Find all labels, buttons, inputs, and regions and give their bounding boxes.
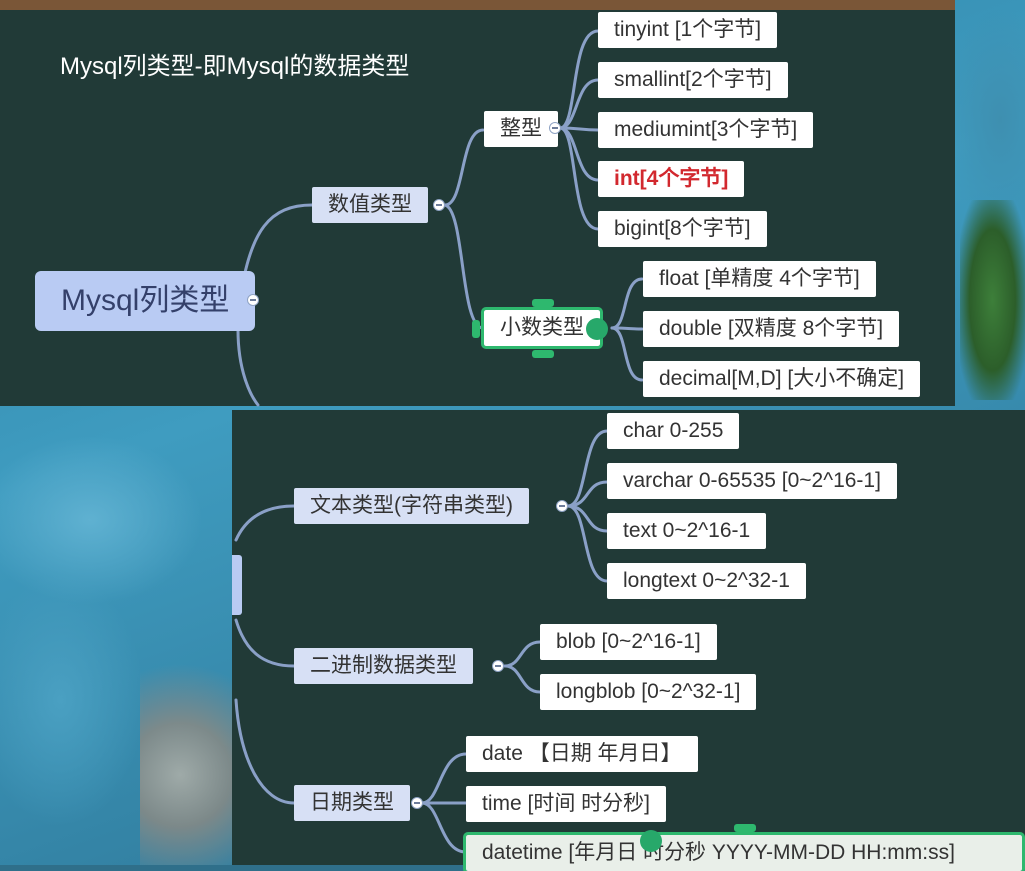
item-varchar[interactable]: varchar 0-65535 [0~2^16-1] [607, 463, 897, 499]
root-node-continuation [232, 555, 242, 615]
item-tinyint[interactable]: tinyint [1个字节] [598, 12, 778, 48]
integer-collapse-icon[interactable] [549, 122, 561, 134]
numeric-collapse-icon[interactable] [433, 199, 445, 211]
item-datetime[interactable]: datetime [年月日 时分秒 YYYY-MM-DD HH:mm:ss] [463, 832, 1025, 871]
root-collapse-icon[interactable] [247, 294, 259, 306]
item-date[interactable]: date 【日期 年月日】 [466, 736, 698, 772]
item-double[interactable]: double [双精度 8个字节] [643, 311, 900, 347]
item-decimal[interactable]: decimal[M,D] [大小不确定] [643, 361, 921, 397]
background-trees [960, 200, 1025, 400]
add-node-top-icon[interactable] [532, 299, 554, 307]
item-blob[interactable]: blob [0~2^16-1] [540, 624, 717, 660]
root-node[interactable]: Mysql列类型 [35, 271, 256, 331]
item-int[interactable]: int[4个字节] [598, 161, 745, 197]
branch-date[interactable]: 日期类型 [294, 785, 410, 821]
item-smallint[interactable]: smallint[2个字节] [598, 62, 788, 98]
binary-collapse-icon[interactable] [492, 660, 504, 672]
date-collapse-icon[interactable] [411, 797, 423, 809]
branch-numeric[interactable]: 数值类型 [312, 187, 428, 223]
branch-binary[interactable]: 二进制数据类型 [294, 648, 473, 684]
mouse-cursor-icon [586, 318, 608, 340]
item-char[interactable]: char 0-255 [607, 413, 740, 449]
item-text[interactable]: text 0~2^16-1 [607, 513, 767, 549]
item-mediumint[interactable]: mediumint[3个字节] [598, 112, 814, 148]
branch-text[interactable]: 文本类型(字符串类型) [294, 488, 529, 524]
add-node-left-icon[interactable] [472, 320, 480, 338]
mouse-cursor-icon-2 [640, 830, 662, 852]
item-time[interactable]: time [时间 时分秒] [466, 786, 667, 822]
item-bigint[interactable]: bigint[8个字节] [598, 211, 767, 247]
item-longtext[interactable]: longtext 0~2^32-1 [607, 563, 806, 599]
item-longblob[interactable]: longblob [0~2^32-1] [540, 674, 757, 710]
branch-integer[interactable]: 整型 [484, 111, 558, 147]
item-float[interactable]: float [单精度 4个字节] [643, 261, 876, 297]
branch-decimal[interactable]: 小数类型 [481, 307, 603, 349]
text-collapse-icon[interactable] [556, 500, 568, 512]
add-node-date-icon[interactable] [734, 824, 756, 832]
background-rocks [140, 640, 240, 865]
page-title: Mysql列类型-即Mysql的数据类型 [60, 53, 410, 80]
add-node-bottom-icon[interactable] [532, 350, 554, 358]
